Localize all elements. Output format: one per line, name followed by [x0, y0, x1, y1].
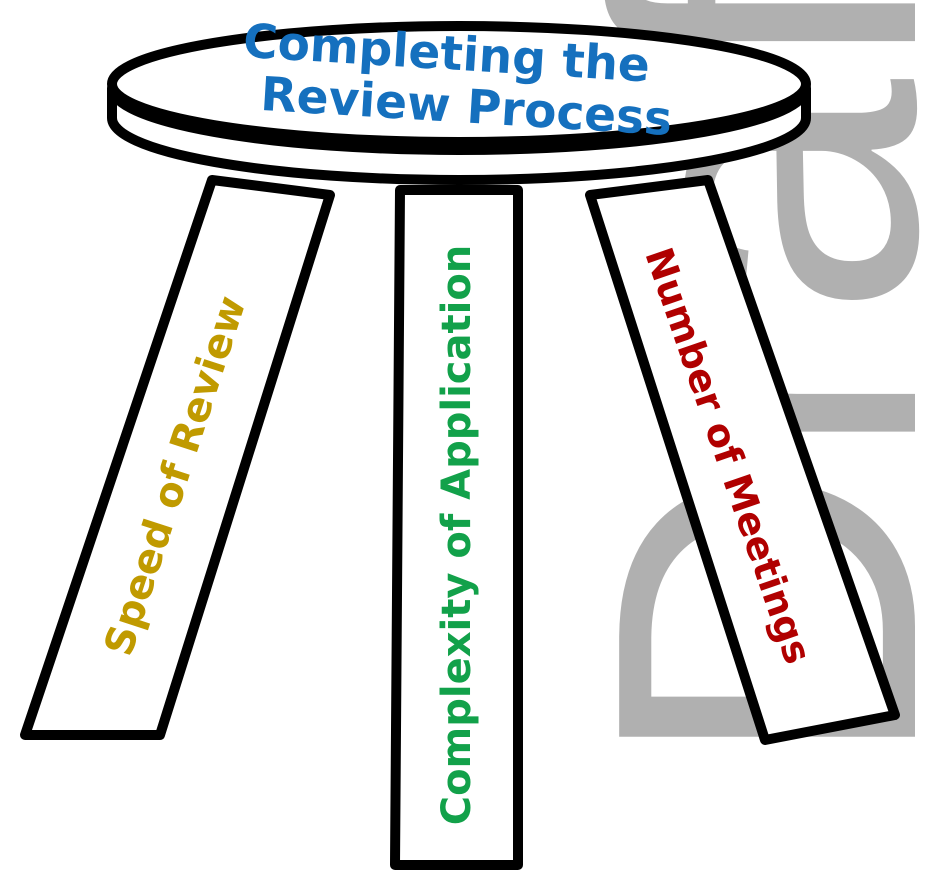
- stool-seat-rim: [107, 83, 811, 185]
- stool-leg-left: [20, 175, 335, 740]
- leg-center-label: Complexity of Application: [434, 245, 480, 826]
- stool-leg-right: [585, 175, 900, 745]
- stool-seat-top: [107, 21, 811, 147]
- stool-leg-center: [390, 185, 523, 870]
